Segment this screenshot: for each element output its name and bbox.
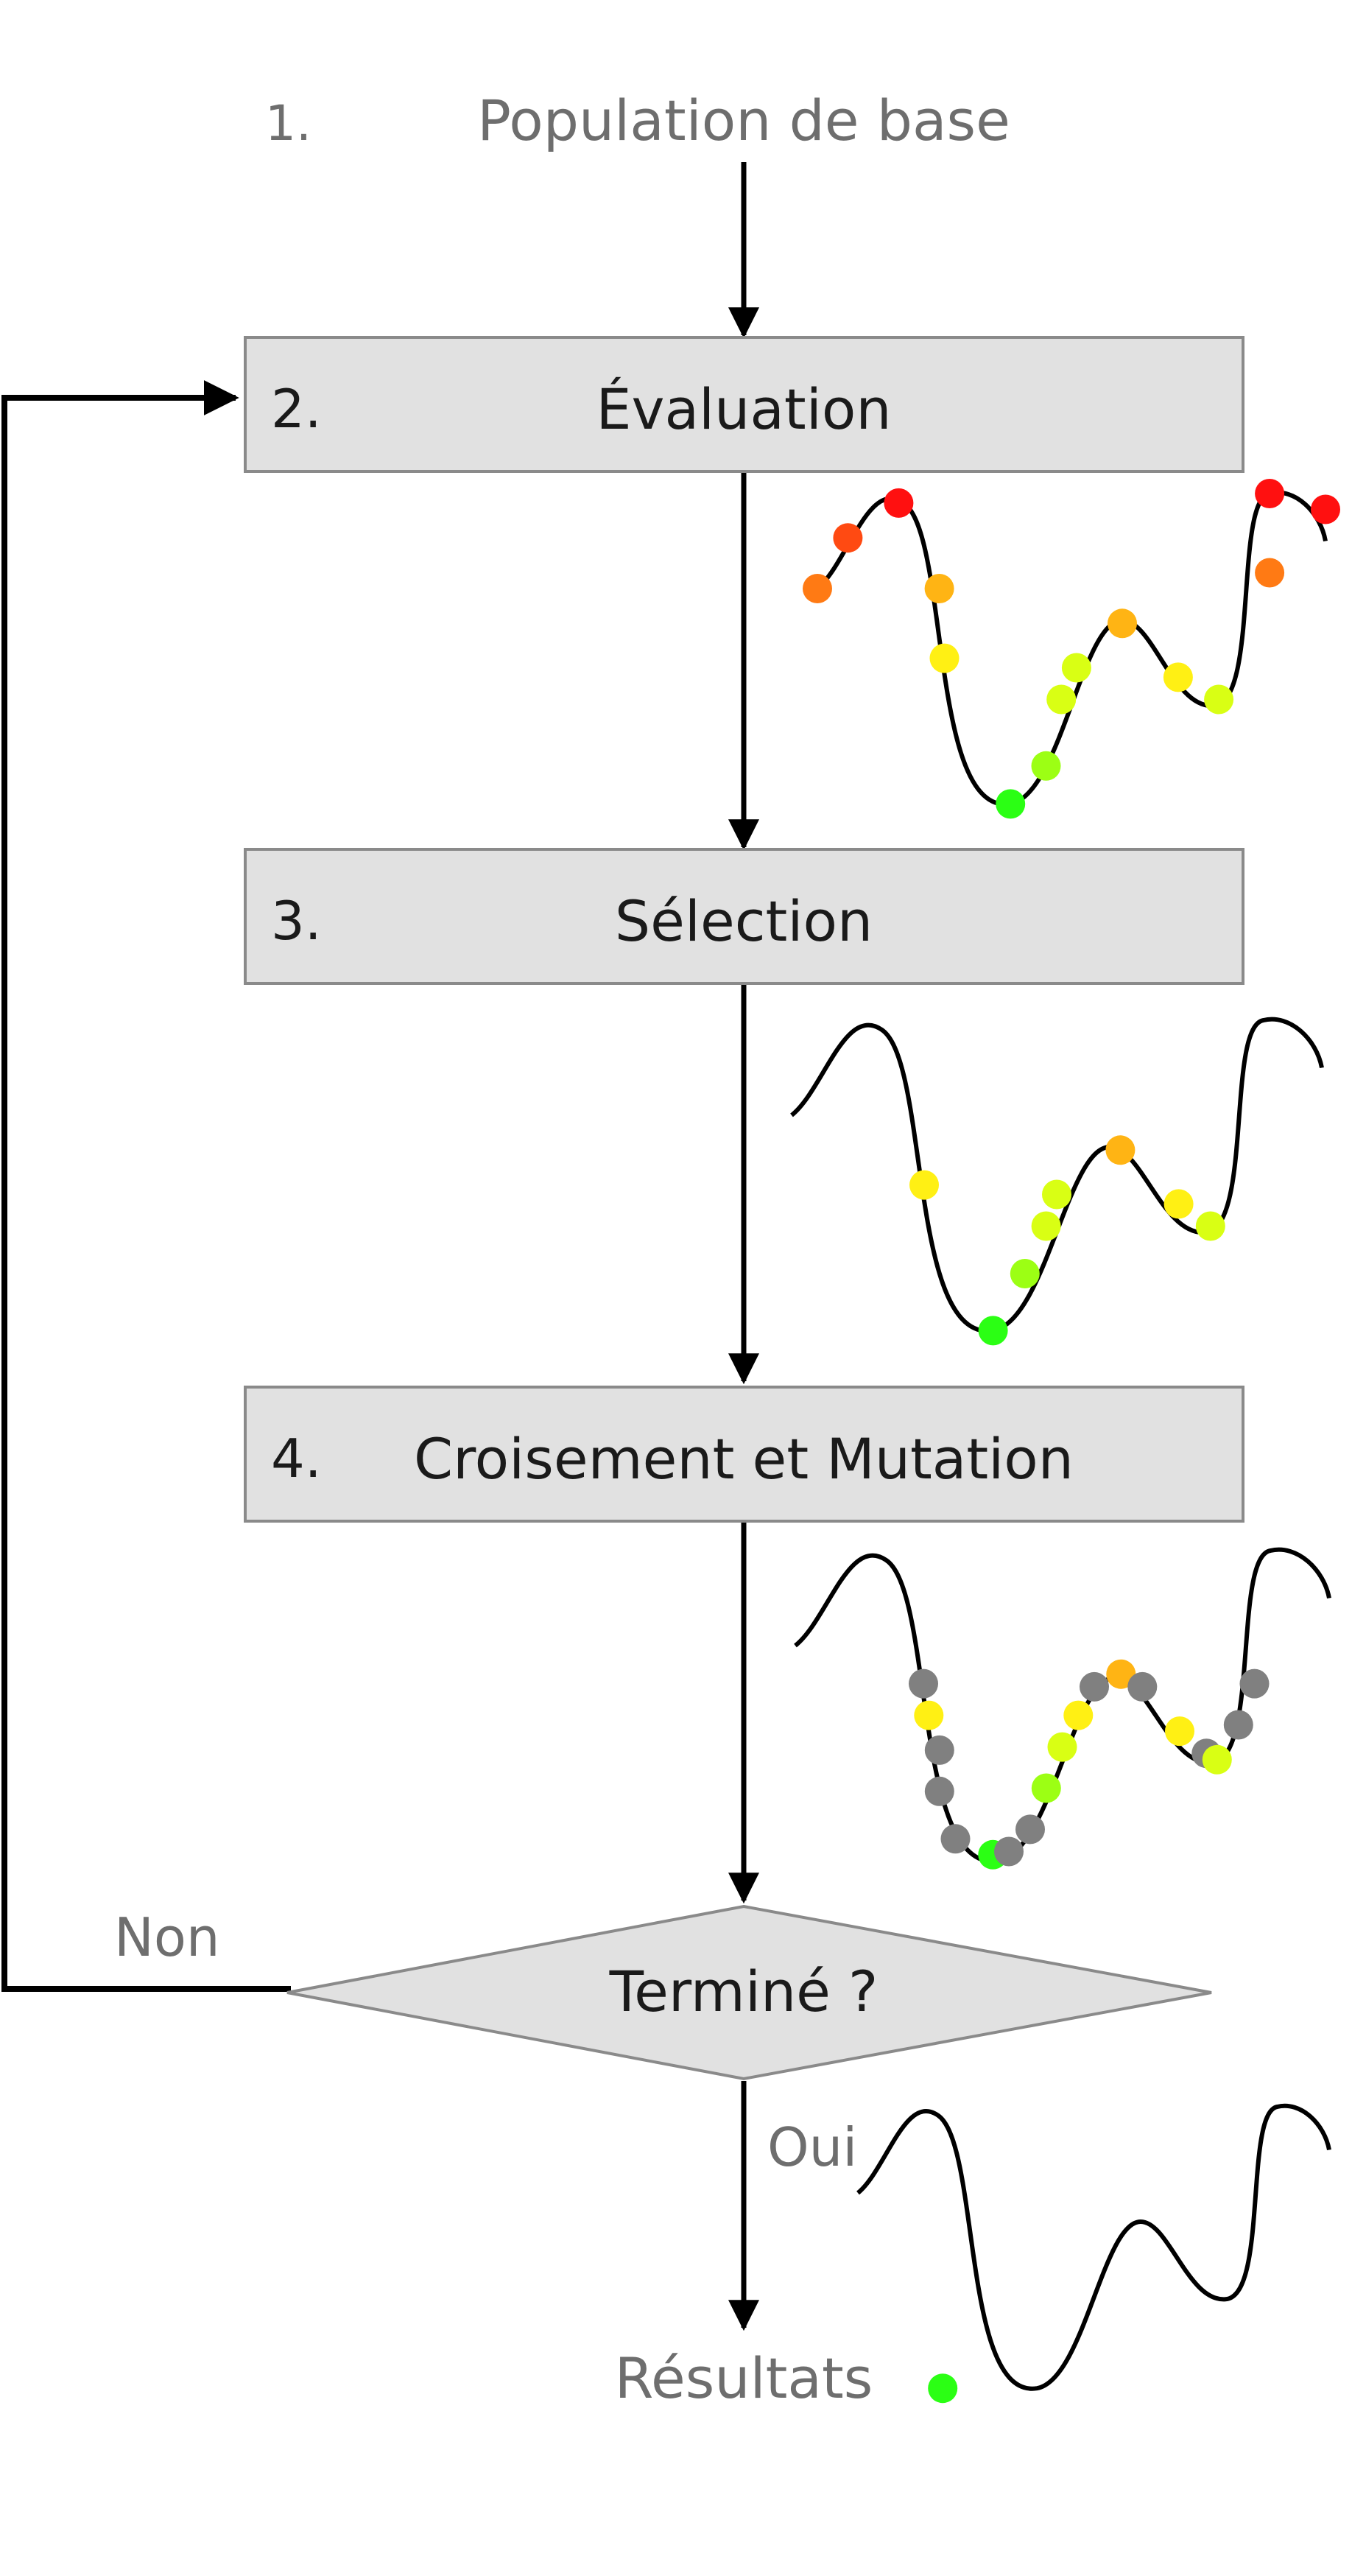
population-dot — [914, 1700, 944, 1730]
decision-no-label: Non — [114, 1906, 220, 1968]
start-label: Population de base — [477, 88, 1010, 153]
population-dot — [1031, 1211, 1061, 1241]
population-dot — [1105, 1135, 1136, 1165]
population-dot — [928, 2373, 958, 2404]
population-dot — [929, 643, 960, 673]
population-dot — [1080, 1671, 1109, 1702]
decision-finished: Terminé ? — [286, 1904, 1212, 2081]
population-dot — [1239, 1668, 1270, 1699]
fitness-curve-evaluation — [803, 479, 1340, 819]
population-dot — [924, 1776, 954, 1806]
population-dot — [1031, 751, 1061, 781]
decision-yes-label: Oui — [767, 2116, 857, 2178]
population-dot — [1108, 608, 1137, 639]
population-dot — [940, 1824, 971, 1854]
fitness-curve-line — [856, 2103, 1331, 2391]
population-dot — [833, 523, 863, 553]
population-dot — [1046, 684, 1077, 715]
population-dot — [1047, 1732, 1077, 1762]
population-dot — [1255, 479, 1285, 508]
population-dot — [1031, 1773, 1061, 1803]
step-evaluation-label: Évaluation — [596, 376, 891, 442]
population-dot — [1204, 684, 1234, 715]
step-crossover-mutation: 4. Croisement et Mutation — [244, 1386, 1244, 1523]
population-dot — [994, 1836, 1024, 1867]
population-dot — [1311, 494, 1340, 524]
population-dot — [1223, 1710, 1253, 1740]
step-evaluation-number: 2. — [271, 378, 322, 440]
step-selection-label: Sélection — [615, 888, 873, 954]
population-dot — [924, 1735, 954, 1765]
step-evaluation: 2. Évaluation — [244, 336, 1244, 473]
step-crossover-mutation-box — [244, 1386, 1244, 1523]
step-crossover-mutation-label: Croisement et Mutation — [414, 1426, 1074, 1492]
fitness-curve-selection — [790, 1017, 1324, 1346]
population-dot — [1165, 1716, 1194, 1747]
fitness-curve-results — [856, 2103, 1331, 2404]
population-dot — [1042, 1179, 1071, 1210]
decision-diamond — [286, 1904, 1212, 2081]
step-selection-number: 3. — [271, 890, 322, 952]
fitness-curve-line — [816, 490, 1328, 807]
population-dot — [1010, 1259, 1040, 1288]
arrow-loop-back-no — [1, 380, 291, 1992]
decision-label: Terminé ? — [609, 1959, 879, 2024]
population-dot — [1015, 1814, 1045, 1845]
population-dot — [996, 789, 1026, 819]
results-label: Résultats — [615, 2345, 873, 2411]
population-dot — [909, 1668, 938, 1699]
step-evaluation-box — [244, 336, 1244, 473]
fitness-curve-line — [790, 1017, 1324, 1333]
start-number: 1. — [265, 95, 311, 152]
population-dot — [1163, 662, 1193, 692]
population-dot — [1127, 1671, 1158, 1702]
step-selection: 3. Sélection — [244, 848, 1244, 985]
population-dot — [1195, 1211, 1225, 1241]
step-crossover-mutation-number: 4. — [271, 1428, 322, 1489]
step-selection-box — [244, 848, 1244, 985]
population-dot — [1255, 558, 1285, 588]
population-dot — [1202, 1744, 1232, 1775]
population-dot — [909, 1170, 939, 1200]
population-dot — [884, 488, 914, 518]
fitness-curve-crossover-mutation — [794, 1547, 1331, 1870]
population-dot — [924, 574, 954, 603]
population-dot — [1061, 653, 1091, 683]
population-dot — [978, 1316, 1008, 1346]
population-dot — [1106, 1659, 1136, 1689]
population-dot — [1063, 1700, 1094, 1730]
population-dot — [803, 574, 832, 603]
fitness-curve-line — [794, 1547, 1331, 1864]
population-dot — [1163, 1189, 1194, 1219]
